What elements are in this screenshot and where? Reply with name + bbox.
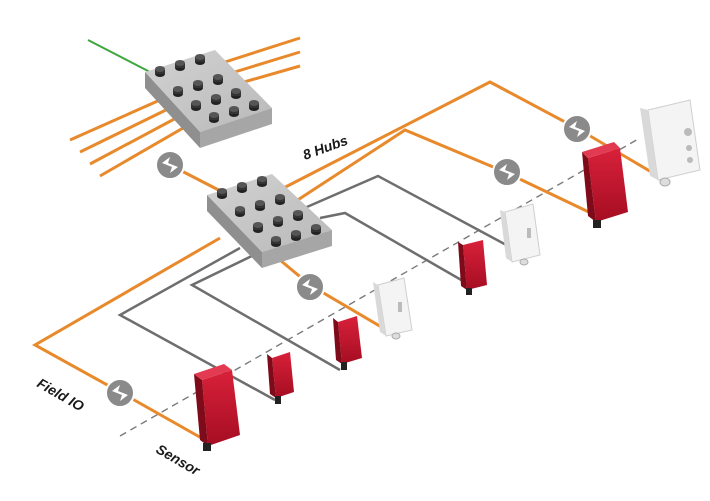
upper-hub-cables [69, 36, 301, 202]
red-sensor-large [194, 364, 240, 451]
red-sensor-far-right [582, 142, 628, 228]
signal-converter-icon [492, 157, 522, 187]
lower-hub-gray-cables [117, 174, 526, 402]
ethernet-cable [87, 39, 151, 73]
signal-converter-icon [105, 378, 135, 408]
upper-io-hub [145, 50, 272, 148]
white-sensor-large [640, 99, 701, 187]
lower-hub-orange-cables [31, 80, 666, 442]
red-sensor-mid-right [458, 240, 487, 295]
signal-converter-icon [295, 272, 325, 302]
red-sensor-small [267, 352, 294, 404]
red-sensor-mid [333, 316, 362, 370]
field-io-label: Field IO [35, 375, 88, 415]
sensor-label: Sensor [154, 441, 204, 479]
lower-io-hub [207, 174, 332, 268]
white-sensor-medium [500, 203, 541, 266]
signal-converter-icon [562, 114, 592, 144]
signal-converter-icon [155, 150, 185, 180]
white-sensor-small [373, 277, 413, 340]
